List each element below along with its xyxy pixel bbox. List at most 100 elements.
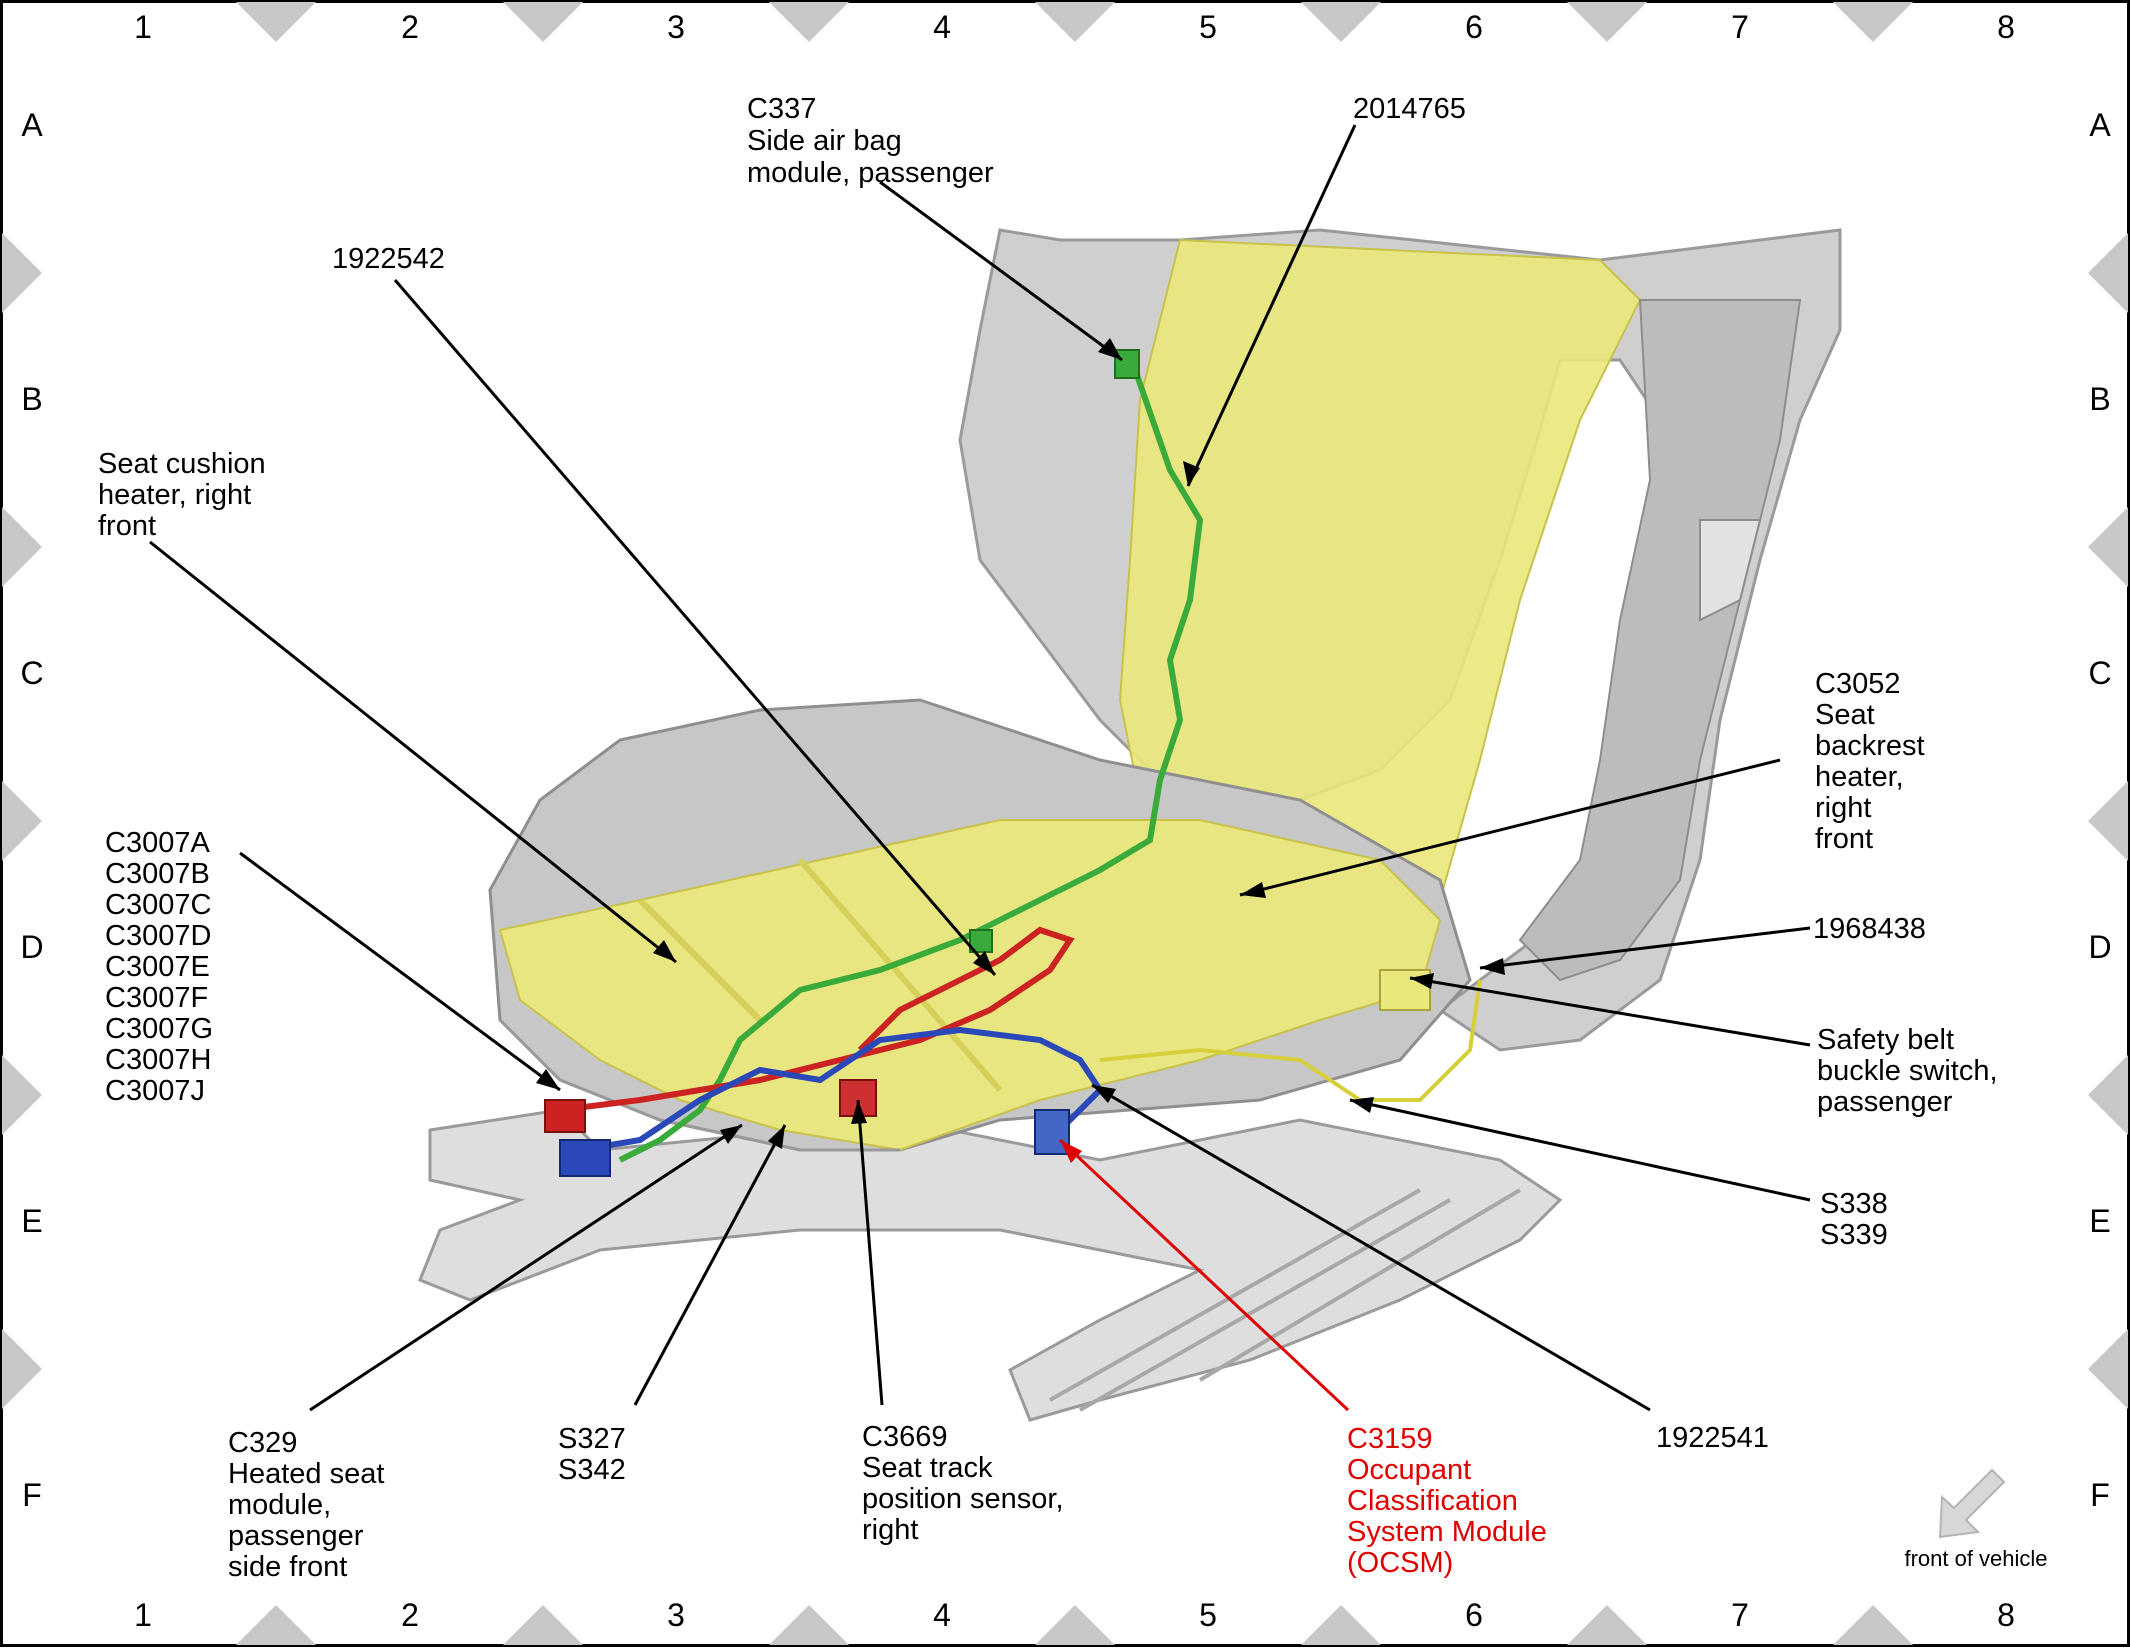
callout-c3669-line4: right <box>862 1514 918 1546</box>
grid-row-d-right: D <box>2088 929 2111 965</box>
connector-blue-c3007 <box>559 1139 611 1177</box>
callout-c329-line3: module, <box>228 1489 331 1521</box>
border-marker-bottom-3 <box>769 1605 849 1645</box>
grid-col-3-top: 3 <box>667 9 685 45</box>
backrest-side-bolster <box>1518 299 1802 982</box>
callout-c3669: C3669 Seat track position sensor, right <box>862 1421 1072 1546</box>
grid-col-2-top: 2 <box>401 9 419 45</box>
border-marker-bottom-1 <box>236 1605 316 1645</box>
leader-c3159 <box>1058 1138 1350 1412</box>
arrow-s327 <box>768 1125 785 1149</box>
callout-safety-belt-line1: Safety belt <box>1817 1024 1954 1056</box>
arrow-1968438 <box>1480 958 1505 975</box>
callout-c337-line2: Side air bag <box>747 125 902 157</box>
callout-c329: C329 Heated seat module, passenger side … <box>228 1427 392 1583</box>
border-marker-top-1 <box>236 2 316 42</box>
leader-arrowheads <box>536 338 1505 1163</box>
border-marker-bottom-6 <box>1567 1605 1647 1645</box>
callout-c337: C337 Side air bag module, passenger <box>747 93 994 189</box>
leader-c329 <box>309 1123 743 1412</box>
leader-c337 <box>879 180 1123 362</box>
border-marker-top-7 <box>1833 2 1913 42</box>
grid-col-5-top: 5 <box>1199 9 1217 45</box>
border-marker-left-1 <box>2 233 42 313</box>
connector-c3052 <box>969 929 993 953</box>
arrow-c3007 <box>536 1069 560 1090</box>
leader-2014765 <box>1186 124 1357 487</box>
border-marker-right-5 <box>2088 1329 2128 1409</box>
leader-safety-belt <box>1409 976 1811 1047</box>
callout-s338-line1: S338 <box>1820 1188 1888 1220</box>
arrow-c329 <box>720 1125 742 1144</box>
grid-row-e-left: E <box>21 1203 42 1239</box>
callout-c329-line5: side front <box>228 1551 347 1583</box>
callout-c3007-line1: C3007A <box>105 827 210 859</box>
leader-1922541 <box>1091 1083 1651 1412</box>
seat-illustration <box>418 228 1842 1422</box>
leader-s327 <box>633 1124 787 1406</box>
callout-seat-cushion-heater-line3: front <box>98 510 156 542</box>
callout-s327-line1: S327 <box>558 1423 626 1455</box>
grid-row-f-left: F <box>22 1477 42 1513</box>
leader-c3007 <box>239 851 561 1092</box>
callout-safety-belt-line3: passenger <box>1817 1086 1953 1118</box>
grid-row-labels-left: A B C D E F <box>20 107 43 1513</box>
arrow-s338 <box>1350 1097 1374 1113</box>
callout-c3052-line5: right <box>1815 792 1871 824</box>
border-marker-left-5 <box>2 1329 42 1409</box>
grid-row-a-right: A <box>2089 107 2111 143</box>
border-marker-right-3 <box>2088 781 2128 861</box>
arrow-safety-belt <box>1410 973 1434 989</box>
grid-col-3-bottom: 3 <box>667 1597 685 1633</box>
harness-green <box>618 354 1204 1163</box>
callout-c337-line1: C337 <box>747 93 816 125</box>
leader-s338 <box>1349 1098 1811 1202</box>
callout-c3159-line1: C3159 <box>1347 1423 1432 1455</box>
grid-col-4-bottom: 4 <box>933 1597 951 1633</box>
arrow-c3159 <box>1060 1140 1082 1163</box>
callout-c329-line4: passenger <box>228 1520 364 1552</box>
grid-col-7-bottom: 7 <box>1731 1597 1749 1633</box>
callout-seat-cushion-heater: Seat cushion heater, right front <box>98 448 274 542</box>
grid-row-c-left: C <box>20 655 43 691</box>
border-marker-top-3 <box>769 2 849 42</box>
grid-column-labels-top: 1 2 3 4 5 6 7 8 <box>134 9 2015 45</box>
grid-col-1-top: 1 <box>134 9 152 45</box>
grid-col-2-bottom: 2 <box>401 1597 419 1633</box>
callout-1922542: 1922542 <box>332 243 445 275</box>
connector-c337 <box>1114 349 1140 379</box>
arrow-seat-cushion-heater <box>653 940 676 962</box>
callout-1922542-line1: 1922542 <box>332 243 445 275</box>
callout-c3052-line2: Seat <box>1815 699 1875 731</box>
border-marker-left-3 <box>2 781 42 861</box>
grid-row-labels-right: A B C D E F <box>2088 107 2111 1513</box>
border-marker-left-2 <box>2 507 42 587</box>
callout-s338-line2: S339 <box>1820 1219 1888 1251</box>
callout-seat-cushion-heater-line2: heater, right <box>98 479 251 511</box>
callout-c329-line2: Heated seat <box>228 1458 384 1490</box>
border-marker-bottom-5 <box>1301 1605 1381 1645</box>
callout-c3007-line8: C3007H <box>105 1044 211 1076</box>
callout-2014765: 2014765 <box>1353 93 1466 125</box>
callout-c337-line3: module, passenger <box>747 157 994 189</box>
border-marker-bottom-2 <box>503 1605 583 1645</box>
callout-1922541: 1922541 <box>1656 1422 1769 1454</box>
border-marker-bottom-4 <box>1035 1605 1115 1645</box>
arrow-c3669 <box>851 1100 867 1124</box>
grid-col-6-top: 6 <box>1465 9 1483 45</box>
border-marker-top-6 <box>1567 2 1647 42</box>
callout-c3007-line7: C3007G <box>105 1013 213 1045</box>
callout-c3159-line4: System Module <box>1347 1516 1547 1548</box>
cushion-heater-pad <box>498 819 1442 1152</box>
callout-c3007-line4: C3007D <box>105 920 211 952</box>
front-of-vehicle-label: front of vehicle <box>1904 1546 2047 1571</box>
callout-c3007-line2: C3007B <box>105 858 210 890</box>
callout-c3669-line1: C3669 <box>862 1421 947 1453</box>
callout-c3052-line1: C3052 <box>1815 668 1900 700</box>
grid-col-6-bottom: 6 <box>1465 1597 1483 1633</box>
callout-c3669-line2: Seat track <box>862 1452 993 1484</box>
grid-row-f-right: F <box>2090 1477 2110 1513</box>
